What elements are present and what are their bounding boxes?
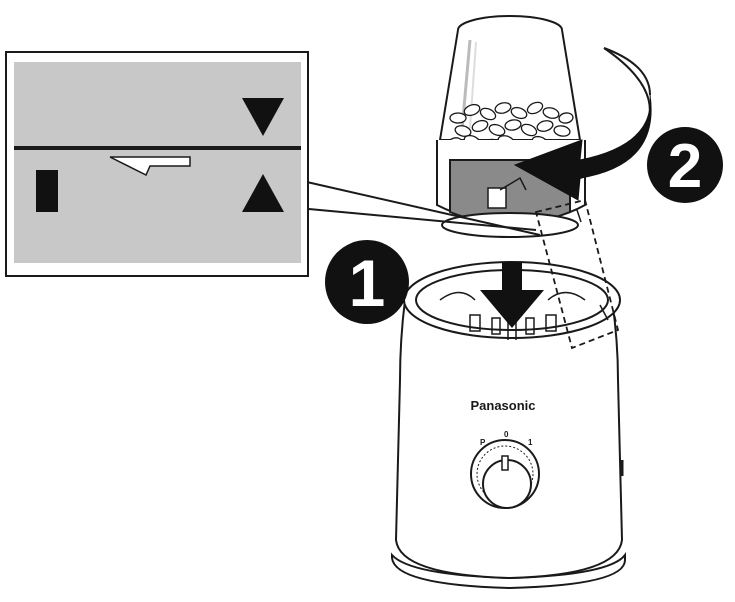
step-2-number: 2 [668, 132, 702, 201]
rotate-arrow [513, 47, 652, 201]
step-1-badge: 1 [325, 240, 409, 324]
step-1-number: 1 [349, 246, 386, 320]
alignment-inset [5, 51, 309, 277]
brand-logo: Panasonic [470, 398, 535, 413]
pointer-arrow-mark [109, 156, 191, 177]
callout-lines [297, 179, 541, 236]
down-triangle-mark [242, 98, 284, 136]
unlock-bar-mark [36, 170, 58, 212]
dial-label-1: 1 [528, 438, 533, 447]
step-2-badge: 2 [647, 127, 723, 203]
up-triangle-mark [242, 174, 284, 212]
dial-label-0: 0 [504, 430, 509, 439]
place-arrow [480, 262, 544, 328]
base-coupling [439, 291, 609, 340]
speed-dial[interactable] [470, 439, 540, 509]
zoom-callout-region [534, 198, 620, 350]
dial-label-p: P [480, 438, 486, 447]
